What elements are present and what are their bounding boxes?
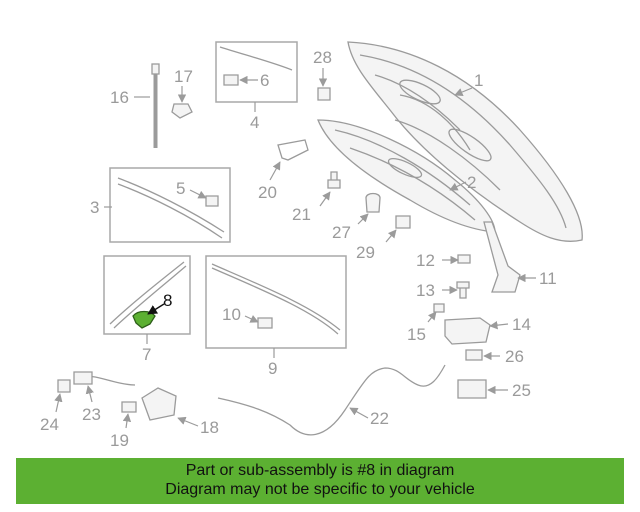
callout-16: 16 — [110, 88, 129, 107]
part-15-bolt — [433, 303, 445, 313]
callout-1: 1 — [474, 71, 483, 90]
callout-10: 10 — [222, 305, 241, 324]
part-27-grommet — [365, 192, 381, 213]
part-14-bracket — [444, 317, 491, 345]
part-11-hinge — [483, 221, 521, 293]
callout-6: 6 — [260, 71, 269, 90]
callout-23: 23 — [82, 405, 101, 424]
callout-12: 12 — [416, 251, 435, 270]
part-24-clip — [57, 379, 71, 393]
callout-28: 28 — [313, 48, 332, 67]
part-20-bracket — [277, 139, 309, 161]
box-3 — [109, 167, 231, 243]
part-9-seal — [211, 263, 341, 335]
part-22-cable — [217, 364, 446, 436]
part-7-seal — [109, 261, 187, 329]
callout-2: 2 — [467, 173, 476, 192]
callout-14: 14 — [512, 315, 531, 334]
callout-27: 27 — [332, 223, 351, 242]
part-23-clip — [73, 371, 93, 385]
box-4 — [215, 41, 298, 103]
part-28-bumper — [317, 87, 331, 101]
callout-20: 20 — [258, 183, 277, 202]
callout-18: 18 — [200, 418, 219, 437]
part-21-bolt — [327, 171, 341, 189]
callout-11: 11 — [539, 269, 557, 288]
callout-21: 21 — [292, 205, 311, 224]
banner-line-part: Part or sub-assembly is #8 in diagram — [185, 462, 455, 479]
part-29-bumper — [395, 215, 411, 229]
callout-9: 9 — [268, 359, 277, 378]
part-8-highlighted — [132, 310, 156, 329]
callout-26: 26 — [505, 347, 524, 366]
part-18-latch — [141, 387, 177, 421]
callout-13: 13 — [416, 281, 435, 300]
callout-19: 19 — [110, 431, 129, 450]
part-19-bolt — [121, 401, 137, 413]
callout-17: 17 — [174, 67, 193, 86]
part-3-seal — [117, 177, 225, 239]
box-9 — [205, 255, 347, 349]
hood-panel — [347, 41, 583, 242]
part-10-clip — [257, 317, 273, 329]
callout-29: 29 — [356, 243, 375, 262]
callout-25: 25 — [512, 381, 531, 400]
callout-22: 22 — [370, 409, 389, 428]
part-17-clip — [171, 103, 193, 119]
callout-24: 24 — [40, 415, 59, 434]
callout-3: 3 — [90, 198, 99, 217]
part-4-seal — [219, 46, 293, 71]
callout-7: 7 — [142, 345, 151, 364]
part-13-bolt — [456, 281, 470, 299]
callout-15: 15 — [407, 325, 426, 344]
part-6-clip — [223, 74, 239, 86]
callout-4: 4 — [250, 113, 259, 132]
callout-5: 5 — [176, 179, 185, 198]
leader-lines — [54, 68, 536, 429]
callout-8: 8 — [163, 291, 172, 310]
info-banner: Part or sub-assembly is #8 in diagram Di… — [16, 458, 624, 504]
part-12-bolt — [457, 254, 471, 264]
part-25-latch — [457, 379, 487, 399]
part-5-clip — [205, 195, 219, 207]
part-26-bolt — [465, 349, 483, 361]
parts-diagram: 1 2 3 4 5 6 7 8 9 10 11 12 13 14 15 16 1… — [40, 41, 583, 450]
banner-line-disclaimer: Diagram may not be specific to your vehi… — [165, 481, 475, 498]
part-16-prop-rod — [151, 63, 160, 148]
